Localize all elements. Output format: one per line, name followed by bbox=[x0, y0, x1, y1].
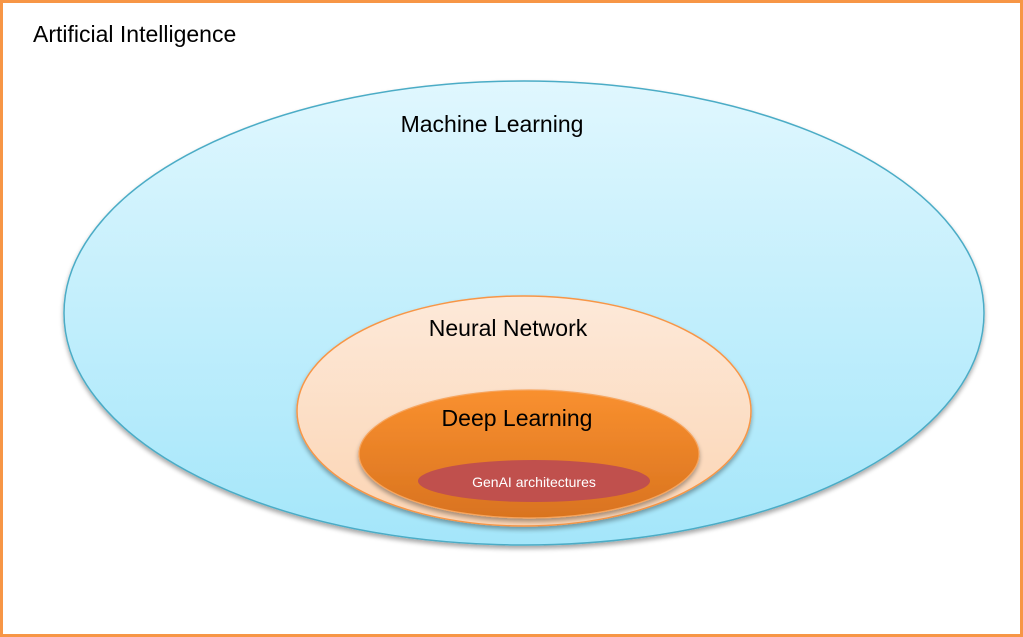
neural-network-label: Neural Network bbox=[429, 315, 588, 341]
machine-learning-label: Machine Learning bbox=[401, 111, 584, 137]
ai-label: Artificial Intelligence bbox=[33, 21, 236, 47]
deep-learning-label: Deep Learning bbox=[442, 405, 593, 431]
genai-architectures-label: GenAI architectures bbox=[472, 474, 596, 490]
genai-architectures-ellipse bbox=[418, 460, 650, 502]
